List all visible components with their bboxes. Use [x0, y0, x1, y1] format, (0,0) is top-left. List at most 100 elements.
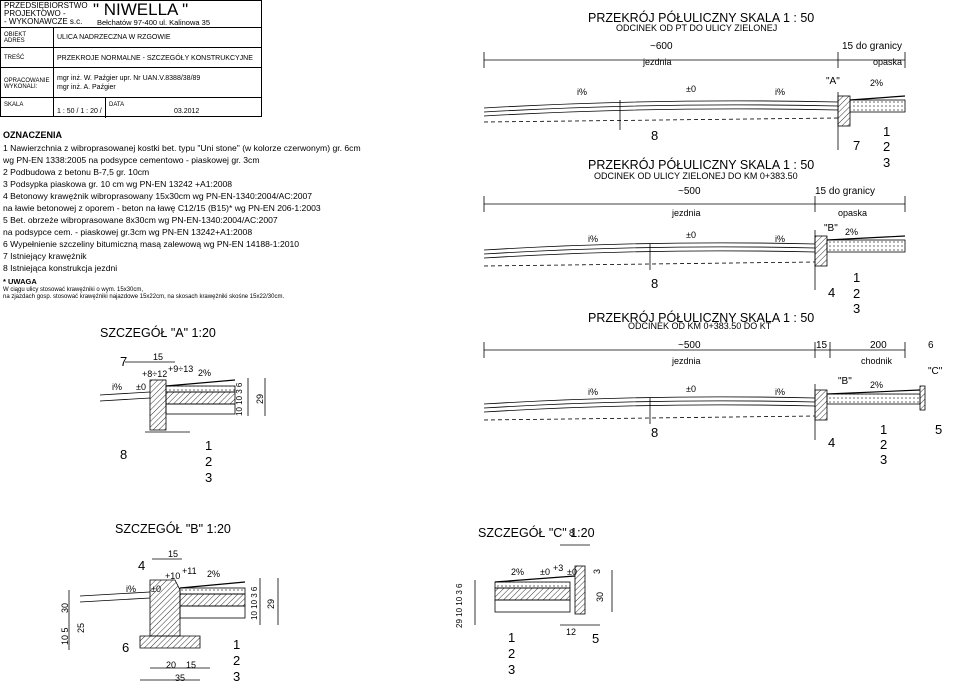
section2-label-2: 2	[853, 286, 861, 301]
section1-subtitle: ODCINEK OD PT DO ULICY ZIELONEJ	[616, 23, 778, 33]
section1-road-label: jezdnia	[643, 57, 672, 67]
detail-a-slope: 2%	[198, 368, 212, 378]
detail-a-label-3: 3	[205, 470, 213, 485]
section3-label-2: 2	[880, 437, 888, 452]
section2-slope-left: i%	[588, 234, 599, 244]
legend-item: 2 Podbudowa z betonu B-7,5 gr. 10cm	[3, 167, 150, 177]
detail-c-dim-12: 12	[566, 627, 577, 637]
section2-label-3: 3	[853, 301, 861, 316]
company-line1: PRZEDSIĘBIORSTWO	[4, 1, 88, 10]
section1-label-1: 1	[883, 124, 891, 139]
detail-c-label-5: 5	[592, 631, 600, 646]
detail-c-layer-dims: 29 10 10 3 6	[455, 583, 464, 628]
obiekt-row: OBIEKT ADRES ULICA NADRZECZNA W RZGOWIE	[1, 28, 261, 48]
detail-b-dim-35: 35	[175, 673, 186, 683]
skala-data-divider	[105, 98, 106, 118]
section3-label-8: 8	[651, 425, 659, 440]
author-2: mgr inż. A. Paźgier	[57, 84, 116, 91]
detail-c-label-3: 3	[508, 662, 516, 677]
section3-label-3: 3	[880, 452, 888, 467]
section3-dim-15: 15	[816, 340, 828, 351]
detail-c-slope: 2%	[511, 567, 525, 577]
company-line3: - WYKONAWCZE s.c.	[4, 17, 83, 26]
section3-slope-side: 2%	[870, 380, 884, 390]
detail-c-dim-8: 8	[569, 528, 575, 538]
section3-side-label: chodnik	[861, 356, 893, 366]
detail-b-slope-i: i%	[126, 584, 137, 594]
detail-a-slope-i: i%	[112, 382, 123, 392]
legend-item: wg PN-EN 1338:2005 na podsypce cementowo…	[3, 155, 260, 165]
opracowanie-label: OPRACOWANIE	[4, 78, 50, 84]
section2-road-label: jezdnia	[672, 208, 701, 218]
company-line2: PROJEKTOWO -	[4, 9, 66, 18]
detail-a-label-8: 8	[120, 447, 128, 462]
detail-c-dim-3: 3	[592, 568, 602, 574]
detail-b-label-1: 1	[233, 637, 241, 652]
obiekt-value: ULICA NADRZECZNA W RZGOWIE	[57, 34, 171, 41]
legend-item: 1 Nawierzchnia z wibroprasowanej kostki …	[3, 143, 361, 153]
section1-dim-side: 15 do granicy	[842, 41, 903, 52]
detail-a-dim-15: 15	[153, 352, 164, 362]
section2-slope-mid: ±0	[686, 230, 696, 240]
wykonali-label: WYKONALI:	[4, 84, 38, 90]
section1-label-7: 7	[853, 138, 861, 153]
section2-subtitle: ODCINEK OD ULICY ZIELONEJ DO KM 0+383.50	[594, 171, 798, 181]
section1-slope-side: 2%	[870, 78, 884, 88]
authors-row: OPRACOWANIE WYKONALI: mgr inż. W. Paźgie…	[1, 68, 261, 98]
section3-dim-6: 6	[928, 340, 934, 351]
section2-title: PRZEKRÓJ PÓŁULICZNY SKALA 1 : 50	[588, 158, 815, 172]
section2-label-4: 4	[828, 285, 836, 300]
section2-slope-side: 2%	[845, 227, 859, 237]
detail-b-dim-20: 20	[166, 660, 177, 670]
section1-label-8: 8	[651, 128, 659, 143]
obiekt-label: OBIEKT	[4, 32, 27, 38]
detail-a-height-9-13: +9÷13	[168, 364, 194, 374]
author-1: mgr inż. W. Paźgier upr. Nr UAN.V.8388/3…	[57, 75, 201, 82]
detail-b-zero: ±0	[151, 584, 161, 594]
section3-slope-left: i%	[588, 387, 599, 397]
section2-dim-side: 15 do granicy	[815, 186, 876, 197]
detail-b-title: SZCZEGÓŁ "B" 1:20	[115, 522, 231, 536]
tresc-row: TREŚĆ PRZEKROJE NORMALNE - SZCZEGÓŁY KON…	[1, 48, 261, 68]
detail-c-height-3: +3	[553, 563, 564, 573]
section2-detail-ref: "B"	[824, 223, 838, 234]
detail-a-height-8-12: +8÷12	[142, 369, 168, 379]
detail-a-drawing	[99, 361, 266, 433]
section3-road-label: jezdnia	[672, 356, 701, 366]
section3-slope-right: i%	[775, 387, 786, 397]
legend-item: 7 Istniejący krawężnik	[3, 251, 87, 261]
section2-label-8: 8	[651, 276, 659, 291]
detail-b-label-4: 4	[138, 558, 146, 573]
legend-item: 5 Bet. obrzeże wibroprasowane 8x30cm wg …	[3, 215, 278, 225]
section1-drawing	[483, 52, 906, 150]
section2-slope-right: i%	[775, 234, 786, 244]
detail-a-dim-29: 29	[255, 393, 265, 404]
detail-c-label-1: 1	[508, 630, 516, 645]
section1-detail-ref: "A"	[826, 76, 840, 87]
detail-b-label-3: 3	[233, 669, 241, 684]
section2-dim-road: ~500	[678, 186, 701, 197]
detail-a-layer-dims: 10 10 3 6	[235, 382, 244, 416]
detail-c-dim-30: 30	[595, 591, 605, 602]
skala-label: SKALA	[4, 102, 24, 108]
detail-b-dim-15b: 15	[186, 660, 197, 670]
section3-slope-mid: ±0	[686, 384, 696, 394]
detail-a-label-7: 7	[120, 354, 128, 369]
tresc-label: TREŚĆ	[4, 55, 25, 61]
detail-b-height-11: +11	[182, 566, 197, 576]
title-block: PRZEDSIĘBIORSTWO PROJEKTOWO - - WYKONAWC…	[0, 0, 262, 118]
company-address: Bełchatów 97-400 ul. Kalinowa 35	[97, 18, 210, 27]
detail-b-label-2: 2	[233, 653, 241, 668]
data-value: 03.2012	[174, 108, 200, 115]
section1-label-2: 2	[883, 139, 891, 154]
data-label: DATA	[109, 102, 125, 108]
detail-b-dim-30: 30	[60, 602, 70, 613]
section1-slope-mid: ±0	[686, 84, 696, 94]
section1-dim-road: ~600	[650, 41, 673, 52]
note-heading: * UWAGA	[3, 277, 37, 286]
title-block-divider	[53, 28, 54, 116]
section3-label-5: 5	[935, 422, 943, 437]
section2-drawing	[483, 196, 906, 290]
detail-b-dim-15: 15	[168, 549, 179, 559]
detail-c-zero-a: ±0	[540, 567, 550, 577]
